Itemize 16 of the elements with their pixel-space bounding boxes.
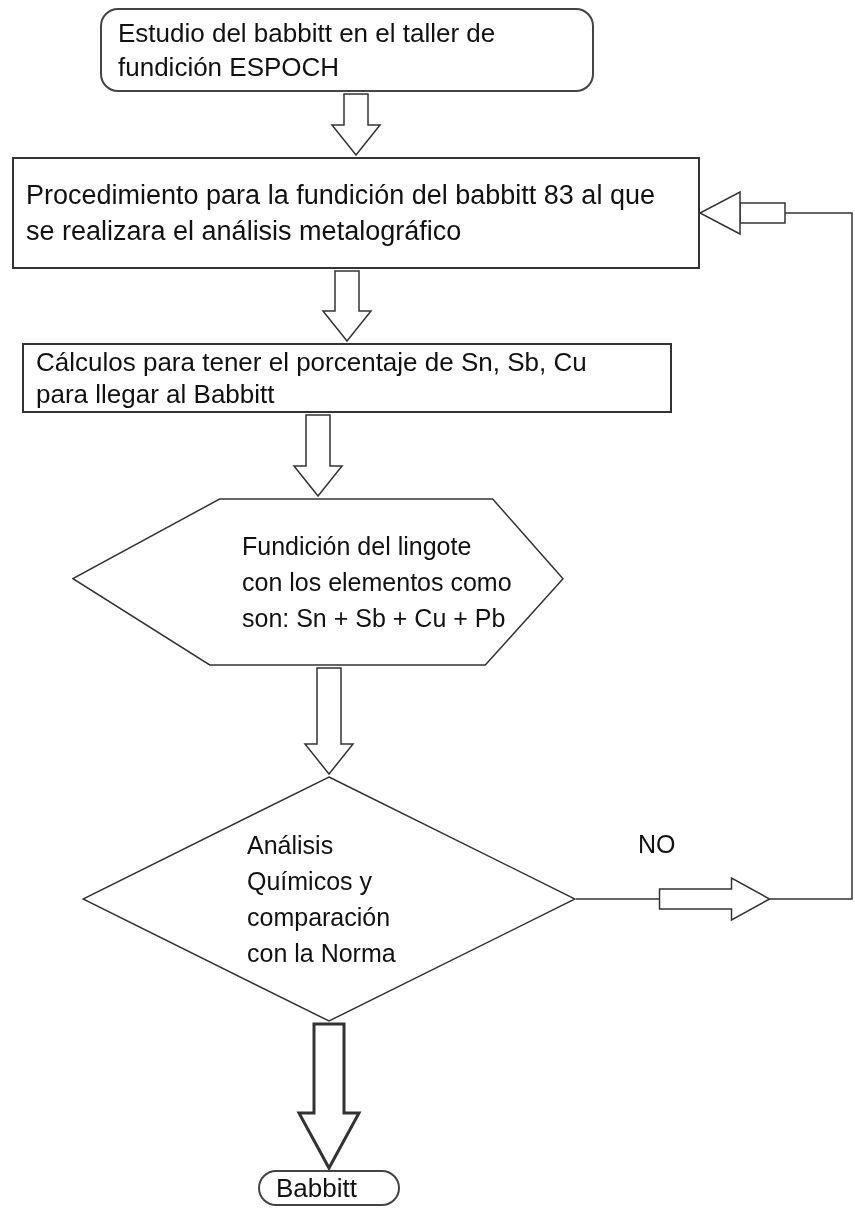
block-arrow bbox=[292, 414, 344, 498]
node-text: Estudio del babbitt en el taller de fundición ESPOCH bbox=[118, 17, 497, 84]
block-arrow bbox=[296, 1022, 362, 1172]
node-text: Babbitt bbox=[276, 1173, 357, 1203]
node-text: Análisis Químicos y comparación con la Norma bbox=[247, 830, 397, 969]
block-arrow bbox=[330, 93, 382, 157]
terminal-box bbox=[100, 8, 594, 92]
block-arrow bbox=[303, 667, 355, 776]
node-text: Cálculos para tener el porcentaje de Sn, Sb, Cu para llegar al Babbitt bbox=[36, 346, 588, 410]
node-text: Fundición del lingote con los elementos como son: Sn + Sb + Cu + Pb bbox=[242, 531, 512, 634]
process-box bbox=[12, 157, 700, 269]
node-text: Procedimiento para la fundición del babbitt 83 al que se realizara el análisis metalográfico bbox=[26, 179, 656, 248]
loop-back-arrow bbox=[575, 191, 853, 922]
block-arrow bbox=[321, 270, 373, 343]
process-box bbox=[22, 343, 672, 413]
terminal-box bbox=[258, 1170, 400, 1206]
